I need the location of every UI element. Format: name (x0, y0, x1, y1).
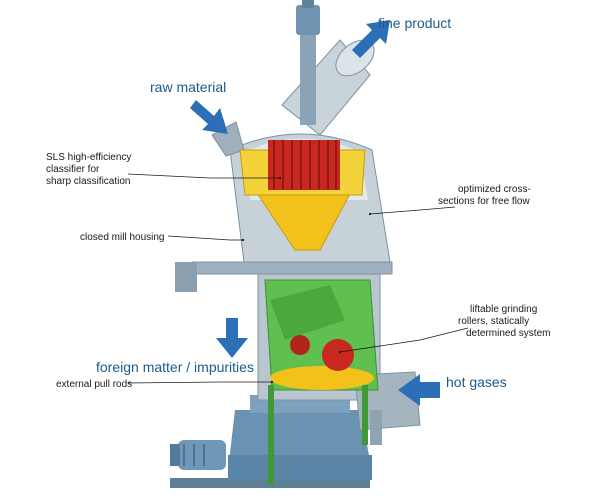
classifier-label-line-1: SLS high-efficiency (46, 152, 131, 163)
hot-gases-label: hot gases (446, 374, 507, 390)
classifier-rotor (268, 140, 340, 190)
rocker-shaft (175, 261, 393, 292)
housing-label: closed mill housing (80, 232, 165, 243)
pull-rods-label: external pull rods (56, 379, 132, 390)
fine-product-arrow (352, 20, 390, 58)
cross-sections-label-line-2: sections for free flow (438, 196, 530, 207)
classifier-drive (296, 0, 320, 125)
cross-sections-label-line-1: optimized cross- (458, 184, 531, 195)
rollers-label-line-2: rollers, statically (458, 316, 529, 327)
grinding-unit (264, 279, 379, 485)
foreign-matter-arrow (216, 318, 248, 358)
leader-lines (127, 173, 469, 384)
rollers-label-line-1: liftable grinding (470, 304, 537, 315)
drive-motor (170, 440, 226, 470)
classifier-leader (127, 173, 282, 180)
raw-material-arrow (190, 100, 228, 134)
classifier-label-line-2: classifier for (46, 164, 100, 175)
pull-rod-left (268, 385, 274, 485)
grinding-roller (322, 339, 354, 371)
fine-product-label: fine product (378, 15, 451, 31)
classifier-label-line-3: sharp classification (46, 176, 130, 187)
pull-rod-right (362, 385, 368, 445)
pull-rods-leader (127, 380, 274, 384)
hot-gases-arrow (398, 374, 440, 406)
raw-material-label: raw material (150, 79, 226, 95)
foreign-matter-label: foreign matter / impurities (96, 359, 254, 375)
rollers-leader (338, 327, 469, 354)
classifier (239, 140, 366, 251)
rollers-label-line-3: determined system (466, 328, 550, 339)
cross-sections-leader (368, 206, 456, 216)
housing-leader (167, 235, 245, 242)
